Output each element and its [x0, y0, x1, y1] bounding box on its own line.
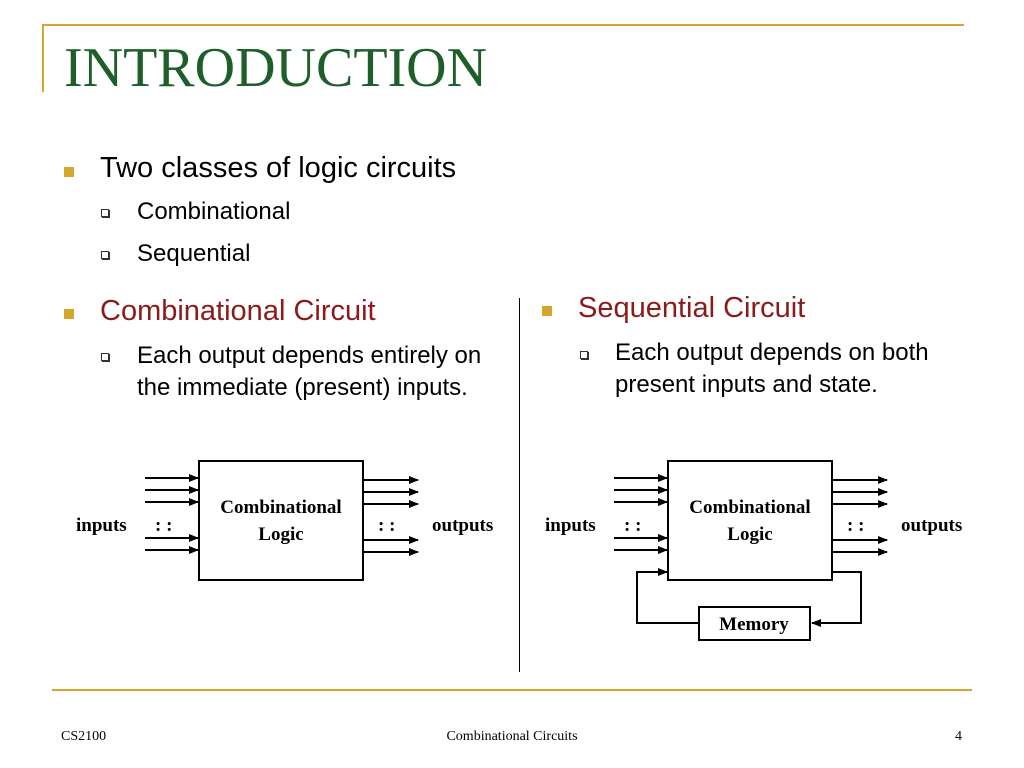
outputs-label: outputs [432, 515, 493, 536]
footer-topic: Combinational Circuits [446, 729, 578, 744]
footer-rule [52, 689, 972, 691]
combinational-description: Each output depends entirely on the imme… [137, 342, 482, 401]
sequential-diagram: Memory Combinational Logic inputs : : : … [545, 460, 962, 641]
sub-bullet-icon [101, 353, 109, 361]
sub-bullet-icon [580, 351, 588, 359]
block-label-line2: Logic [727, 524, 772, 545]
footer-course: CS2100 [61, 729, 107, 744]
bullet-two-classes: Two classes of logic circuits [100, 152, 457, 184]
combinational-heading: Combinational Circuit [100, 295, 376, 327]
inputs-label: inputs [76, 515, 127, 536]
sequential-description: Each output depends on both present inpu… [615, 339, 929, 398]
feedback-arrow-to-memory [811, 571, 862, 627]
outputs-label: outputs [901, 515, 962, 536]
feedback-arrow-to-logic [636, 568, 699, 624]
slide-title: INTRODUCTION [64, 37, 488, 99]
sub-item-sequential: Sequential [137, 240, 251, 267]
output-arrows [833, 476, 888, 556]
combinational-diagram: Combinational Logic inputs : : : : outpu… [76, 460, 493, 581]
sub-bullet-icon [101, 209, 109, 217]
sub-bullet-icon [101, 251, 109, 259]
inputs-ellipsis: : : [624, 515, 641, 536]
frame-top-rule [42, 24, 964, 26]
outputs-ellipsis: : : [847, 515, 864, 536]
frame-left-rule [42, 24, 44, 92]
sequential-logic-block [667, 460, 833, 581]
block-label-line2: Logic [258, 524, 303, 545]
block-label-line1: Combinational [689, 497, 810, 518]
sub-item-combinational: Combinational [137, 198, 291, 225]
bullet-square-icon [64, 167, 74, 177]
input-arrows [145, 474, 199, 554]
bullet-square-icon [542, 306, 552, 316]
output-arrows [364, 476, 419, 556]
footer-page-number: 4 [955, 729, 962, 744]
column-divider [519, 298, 520, 672]
input-arrows [614, 474, 668, 554]
outputs-ellipsis: : : [378, 515, 395, 536]
inputs-ellipsis: : : [155, 515, 172, 536]
combinational-logic-block [198, 460, 364, 581]
bullet-square-icon [64, 309, 74, 319]
memory-label: Memory [719, 614, 789, 635]
block-label-line1: Combinational [220, 497, 341, 518]
memory-block [698, 606, 811, 641]
inputs-label: inputs [545, 515, 596, 536]
sequential-heading: Sequential Circuit [578, 292, 806, 324]
